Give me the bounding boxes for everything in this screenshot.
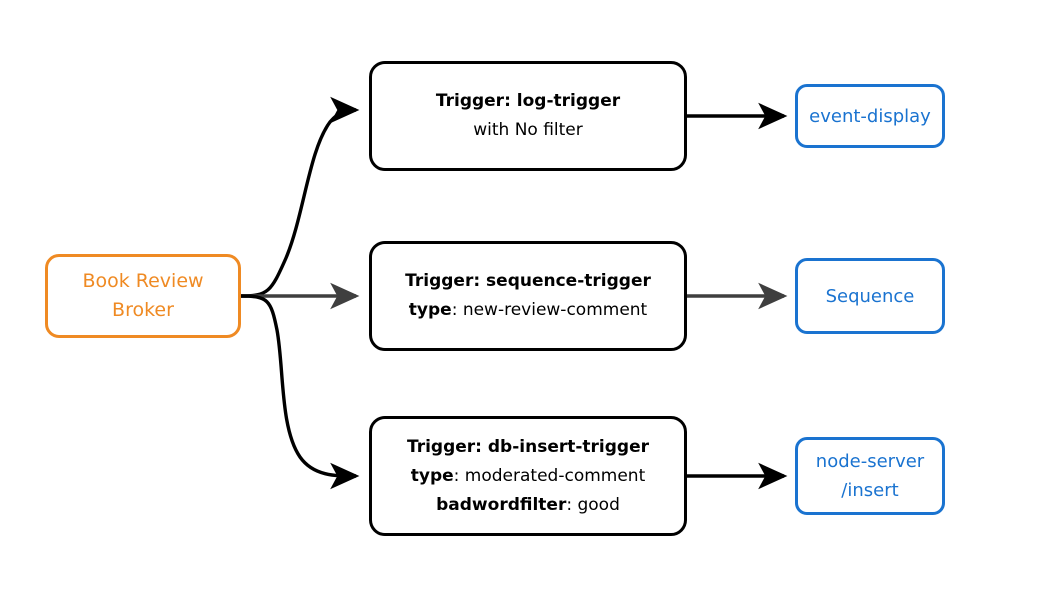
trigger-db-line2-value: : moderated-comment [453,465,646,486]
service-event-display-label: event-display [809,105,931,127]
edge-broker-to-db-insert-trigger [240,294,360,490]
trigger-db-line2: type: moderated-comment [411,462,646,491]
trigger-db-line3-value: : good [566,494,620,515]
broker-label-line2: Broker [112,299,174,321]
service-sequence-label: Sequence [825,285,915,307]
trigger-sequence-line2-key: type [408,300,452,320]
broker-label-line1: Book Review [82,270,204,292]
service-node-server-label-line2: /insert [841,480,899,501]
trigger-db-line1: Trigger: db-insert-trigger [406,436,650,457]
node-trigger-sequence-trigger[interactable]: Trigger: sequence-trigger type: new-revi… [369,241,687,351]
trigger-db-line3: badwordfilter: good [436,491,620,520]
node-book-review-broker[interactable]: Book Review Broker [45,254,241,338]
node-service-sequence[interactable]: Sequence [795,258,945,334]
trigger-db-line2-key: type [410,465,454,486]
trigger-sequence-line1: Trigger: sequence-trigger [405,271,651,291]
node-service-node-server-insert[interactable]: node-server /insert [795,437,945,515]
trigger-log-line1: Trigger: log-trigger [435,91,621,111]
trigger-sequence-line2: type: new-review-comment [409,296,647,325]
service-node-server-label-line1: node-server [815,451,925,472]
edge-broker-to-log-trigger [240,96,360,298]
trigger-log-line2: with No filter [473,116,583,145]
trigger-db-line3-key: badwordfilter [436,494,567,515]
node-trigger-db-insert-trigger[interactable]: Trigger: db-insert-trigger type: moderat… [369,416,687,536]
trigger-sequence-line2-value: : new-review-comment [451,300,648,320]
node-trigger-log-trigger[interactable]: Trigger: log-trigger with No filter [369,61,687,171]
trigger-log-line2-value: with No filter [473,120,583,140]
node-service-event-display[interactable]: event-display [795,84,945,148]
